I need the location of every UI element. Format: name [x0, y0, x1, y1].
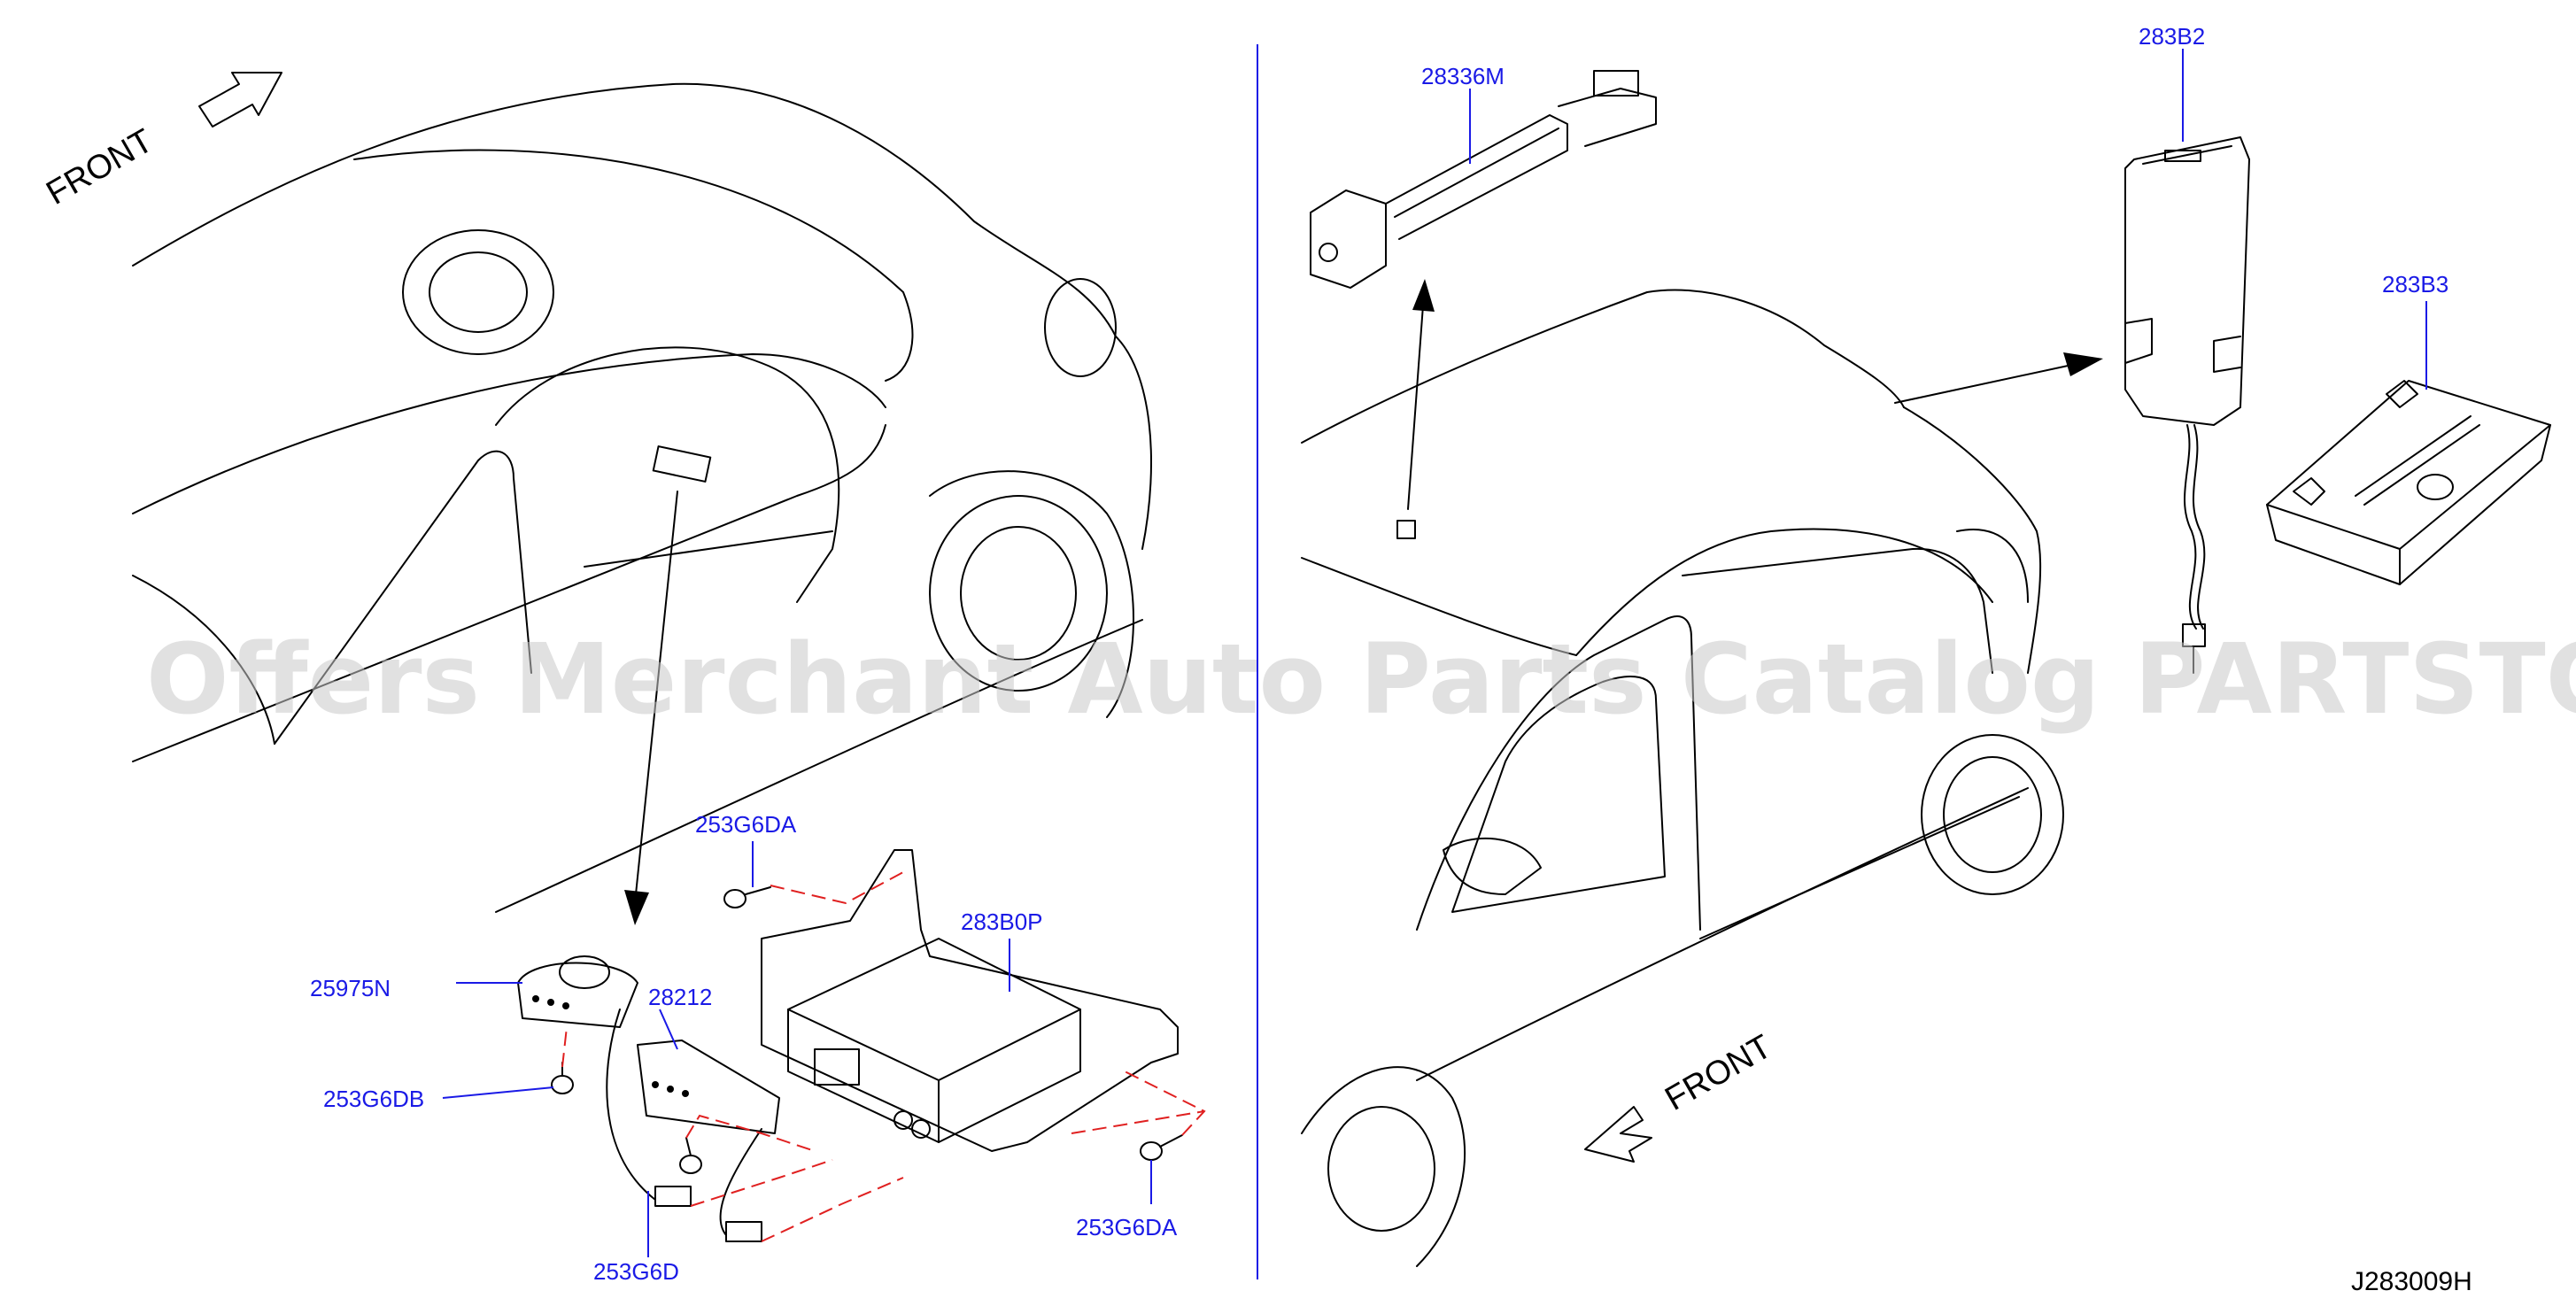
dashboard-to-module-arrow: [624, 491, 678, 925]
front-label-right: FRONT: [1659, 1028, 1778, 1118]
label-283b2: 283B2: [2139, 23, 2205, 50]
screw-253g6db: [551, 1062, 574, 1094]
module-assembly: [517, 849, 1206, 1242]
sensor-283b2: [2124, 136, 2250, 674]
label-28336m: 28336M: [1421, 63, 1505, 89]
front-label-left: FRONT: [41, 122, 159, 213]
front-arrow-right: FRONT: [1584, 1028, 1778, 1163]
label-253g6da-bottom: 253G6DA: [1076, 1214, 1178, 1241]
connector-28336m: [1310, 70, 1657, 289]
screw-253g6da-bottom: [1140, 1134, 1183, 1161]
screw-253g6d: [679, 1137, 702, 1174]
dashboard-illustration: [132, 82, 1152, 913]
label-25975n: 25975N: [310, 975, 391, 1001]
screw-253g6da-top: [723, 886, 771, 908]
label-283b3: 283B3: [2382, 271, 2448, 298]
car-exterior-illustration: [1301, 289, 2064, 1267]
car-to-connector-arrow: [1407, 279, 1435, 510]
label-253g6db: 253G6DB: [323, 1086, 424, 1112]
label-28212: 28212: [648, 984, 712, 1010]
leader-lines-left: [442, 841, 1152, 1257]
bracket-283b3: [2266, 380, 2551, 585]
label-253g6d: 253G6D: [593, 1258, 679, 1285]
front-arrow-left: FRONT: [41, 72, 282, 213]
leader-lines-right: [1469, 49, 2427, 390]
label-283b0p: 283B0P: [961, 908, 1043, 935]
watermark-text: Offers Merchant Auto Parts Catalog PARTS…: [146, 622, 2576, 736]
car-to-sensor-arrow: [1894, 352, 2103, 404]
diagram-code: J283009H: [2351, 1267, 2472, 1296]
label-253g6da-top: 253G6DA: [695, 811, 797, 838]
